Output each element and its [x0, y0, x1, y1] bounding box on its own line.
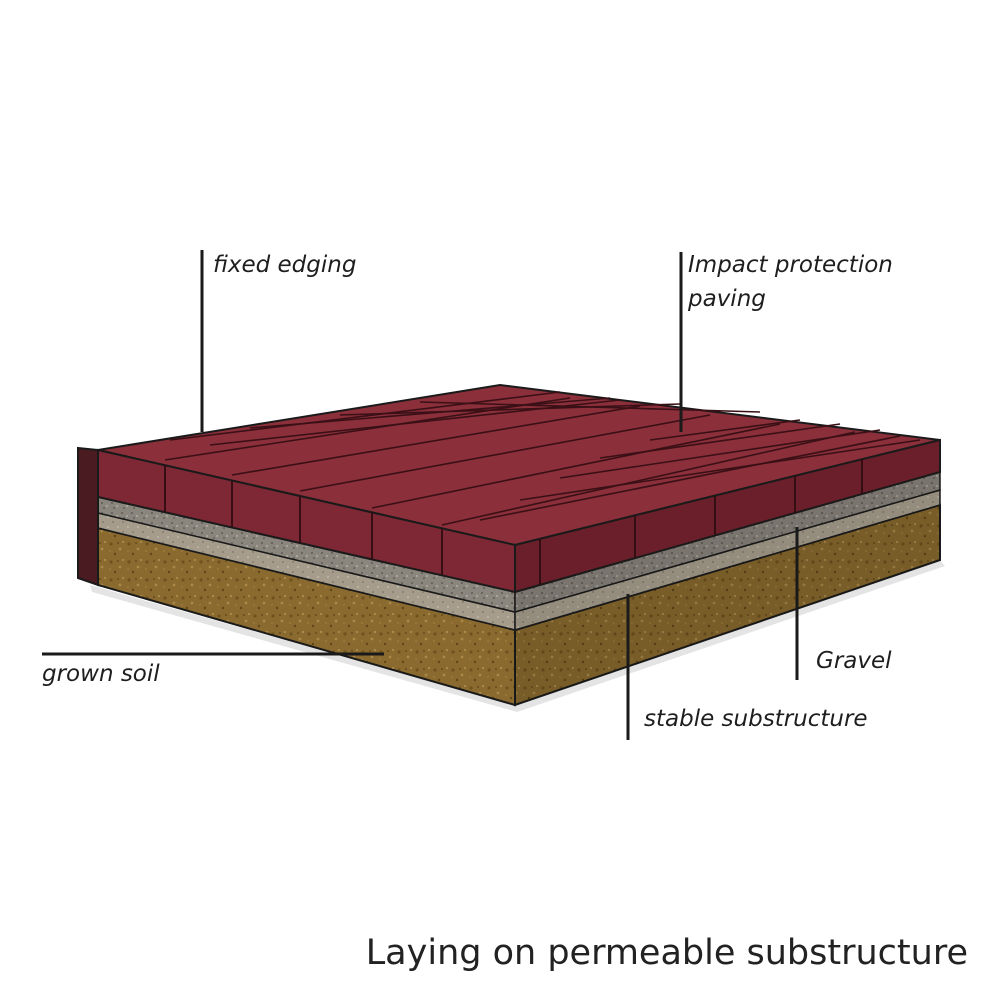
leader-lines [42, 250, 799, 740]
label-gravel: Gravel [816, 648, 892, 674]
label-impact-protection-paving: Impact protection paving [688, 248, 893, 316]
substructure-layer [97, 489, 941, 632]
diagram-caption: Laying on permeable substructure [365, 933, 968, 973]
label-grown-soil: grown soil [42, 661, 160, 687]
label-impact-line-2: paving [688, 286, 766, 312]
paving-layer [97, 383, 941, 594]
label-fixed-edging: fixed edging [213, 252, 357, 278]
label-stable-substructure: stable substructure [644, 706, 868, 732]
label-impact-line-1: Impact protection [688, 252, 893, 278]
fixed-edging [77, 446, 99, 587]
soil-layer [97, 503, 941, 707]
ground-shadow [90, 560, 945, 712]
